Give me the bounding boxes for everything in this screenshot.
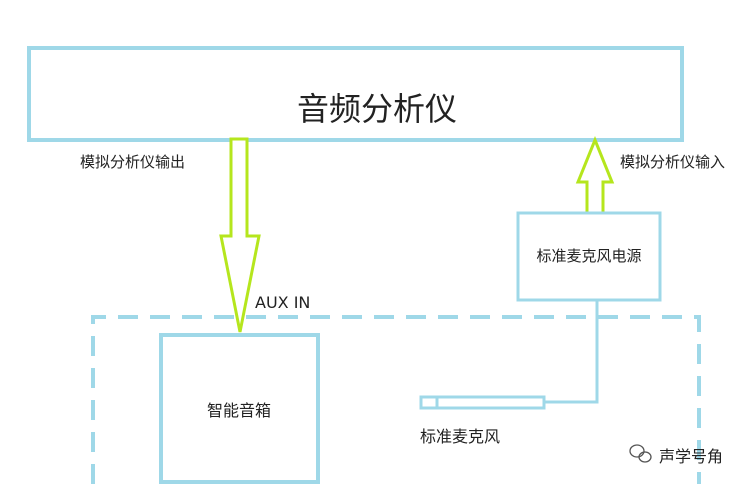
smart-speaker-label: 智能音箱 xyxy=(207,401,271,420)
watermark-text: 声学号角 xyxy=(659,447,723,466)
wechat-icon xyxy=(629,444,652,463)
mic-power-label: 标准麦克风电源 xyxy=(536,247,641,265)
audio-analyzer-label: 音频分析仪 xyxy=(297,90,457,128)
input-label: 模拟分析仪输入 xyxy=(620,153,725,171)
microphone-label: 标准麦克风 xyxy=(420,427,500,446)
test-enclosure-dashed xyxy=(91,315,701,484)
audio-analyzer-box xyxy=(27,46,684,142)
mic-cable xyxy=(544,300,599,404)
smart-speaker-box xyxy=(159,333,320,484)
mic-power-box xyxy=(516,211,662,302)
output-label: 模拟分析仪输出 xyxy=(80,153,185,171)
aux-in-label: AUX IN xyxy=(255,293,310,312)
input-arrow xyxy=(575,136,615,215)
microphone-body xyxy=(419,395,546,410)
output-arrow xyxy=(219,137,261,333)
